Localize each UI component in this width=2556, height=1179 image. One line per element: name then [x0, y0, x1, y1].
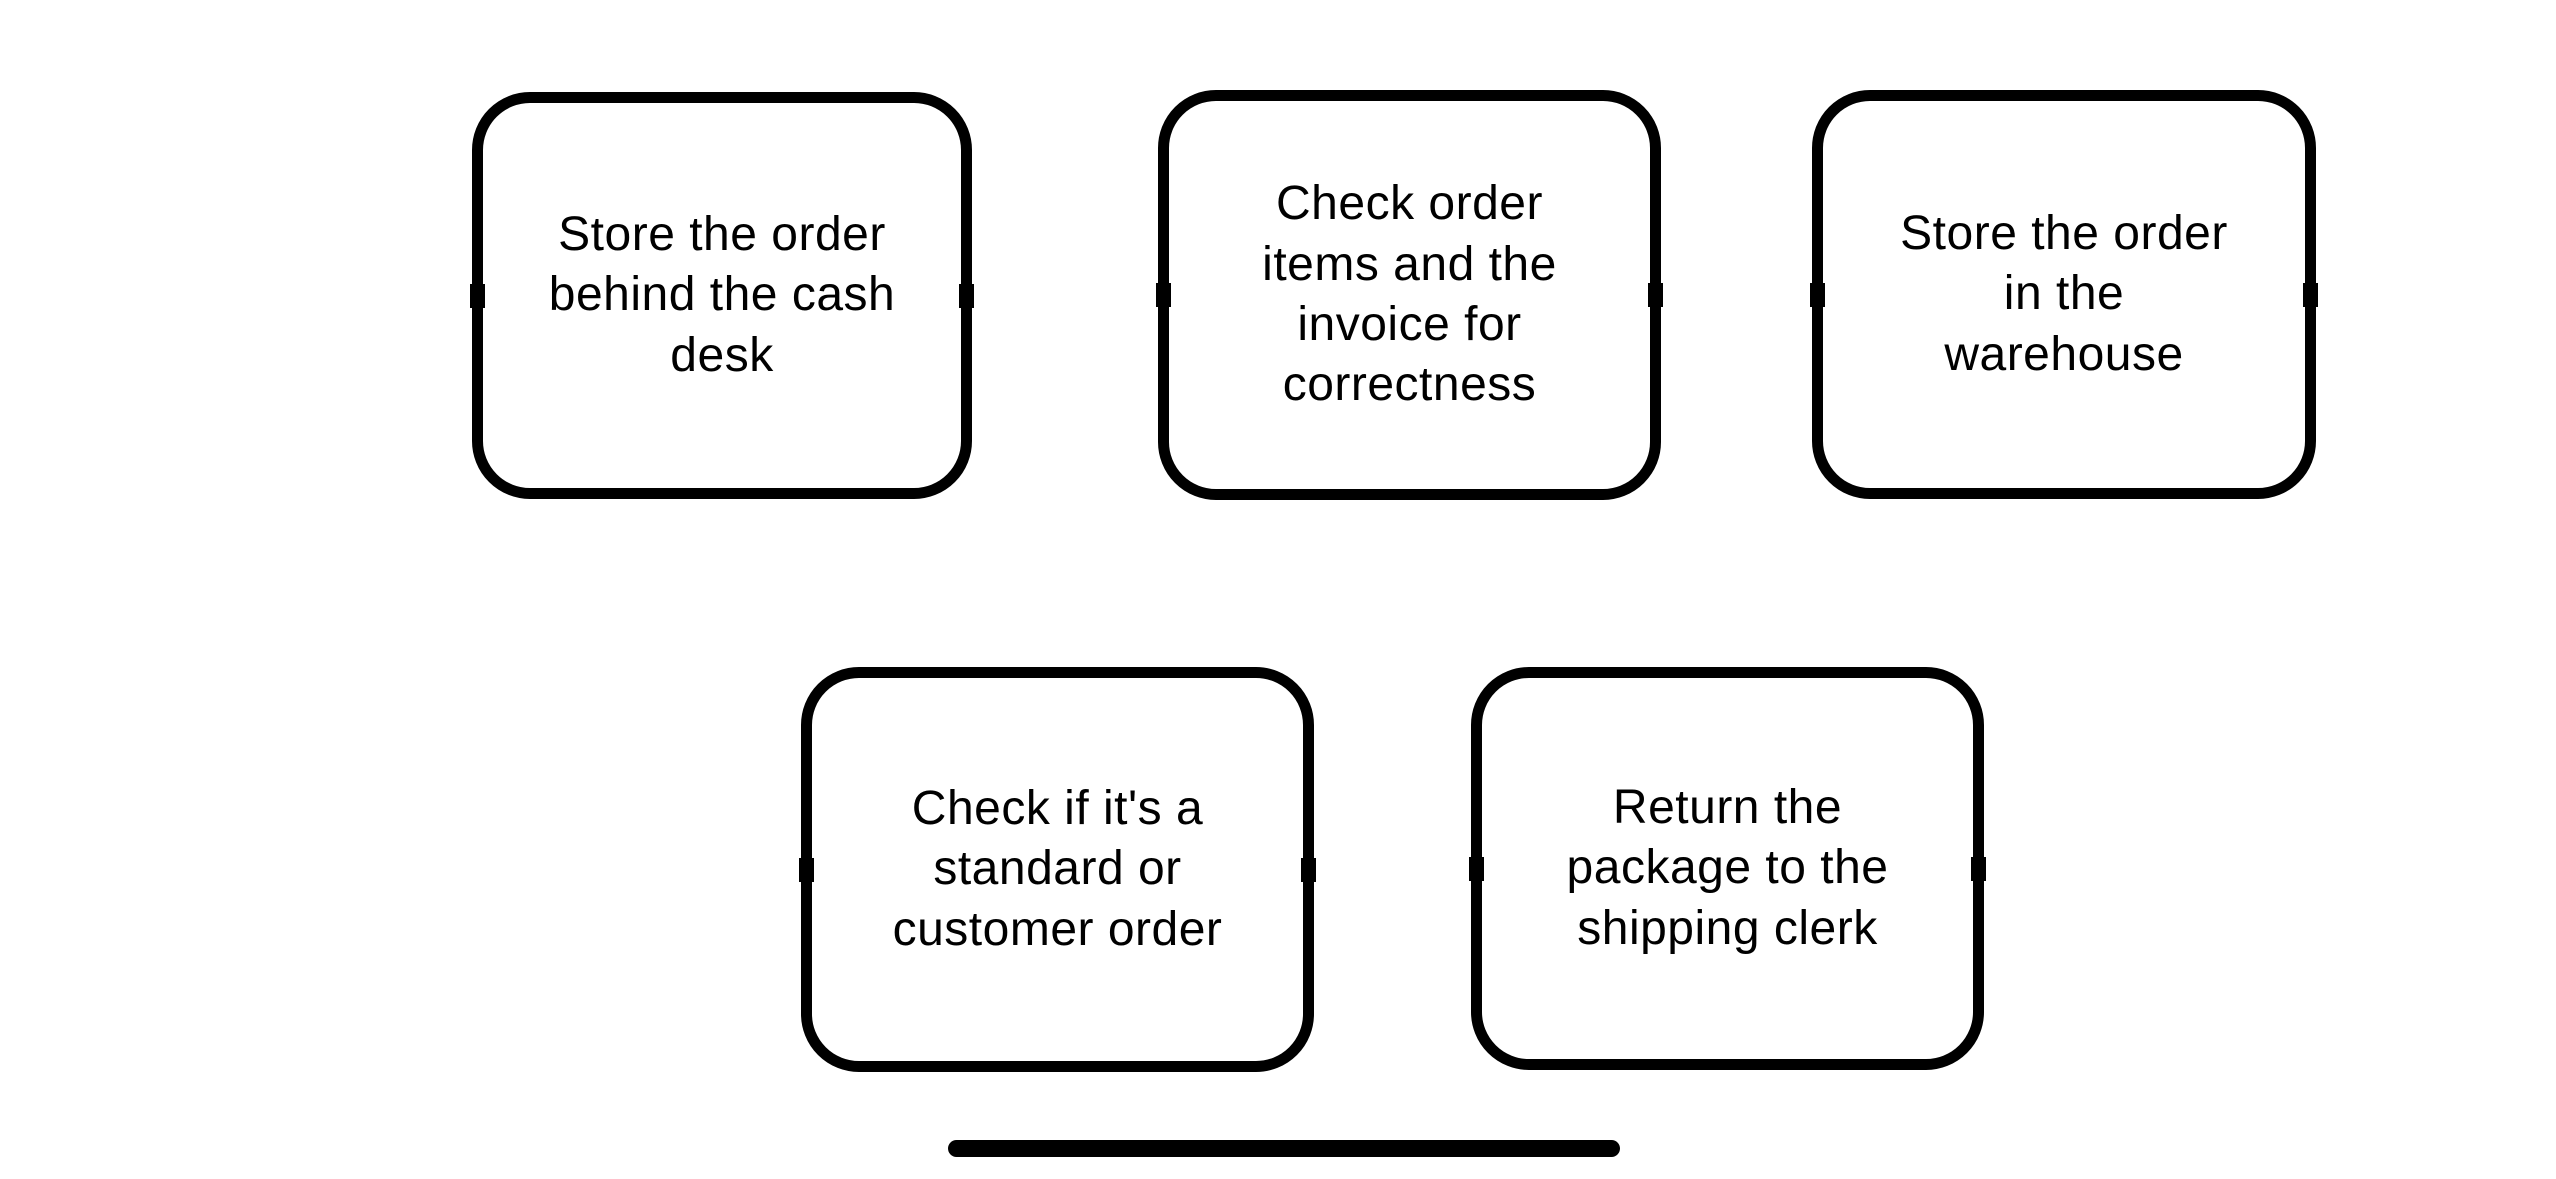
home-indicator-bar[interactable] — [948, 1140, 1620, 1157]
connector-nub-left — [1469, 856, 1484, 881]
connector-nub-left — [1810, 282, 1825, 307]
task-label: Return the package to the shipping clerk — [1566, 780, 1889, 955]
connector-nub-left — [799, 857, 814, 882]
task-label: Check if it's a standard or customer ord… — [892, 781, 1223, 956]
task-box-check-order-items-invoice[interactable]: Check order items and the invoice for co… — [1156, 90, 1663, 500]
connector-nub-right — [2303, 282, 2318, 307]
connector-nub-right — [1301, 857, 1316, 882]
task-box-store-order-cash-desk[interactable]: Store the order behind the cash desk — [470, 92, 974, 499]
connector-nub-left — [1156, 283, 1171, 307]
connector-nub-left — [470, 283, 485, 308]
connector-nub-right — [1648, 283, 1663, 307]
task-box-return-package-shipping-clerk[interactable]: Return the package to the shipping clerk — [1469, 667, 1986, 1070]
task-label: Store the order in the warehouse — [1900, 206, 2228, 381]
connector-nub-right — [1971, 856, 1986, 881]
task-box-store-order-warehouse[interactable]: Store the order in the warehouse — [1810, 90, 2318, 499]
connector-nub-right — [959, 283, 974, 308]
task-box-check-standard-or-customer[interactable]: Check if it's a standard or customer ord… — [799, 667, 1316, 1072]
task-label: Store the order behind the cash desk — [548, 207, 896, 382]
task-label: Check order items and the invoice for co… — [1262, 177, 1557, 412]
